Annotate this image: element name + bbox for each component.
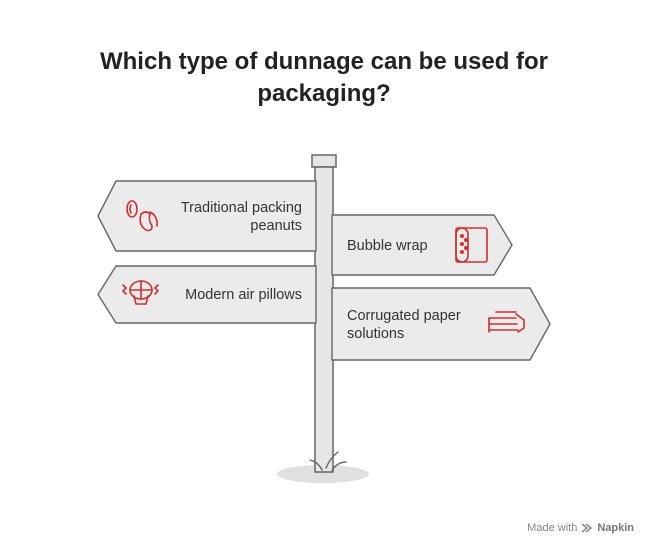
sign-label-bubble-wrap: Bubble wrap <box>347 238 428 254</box>
sign-board-packing-peanuts <box>97 180 317 252</box>
signpost-pole <box>314 166 334 473</box>
sign-board-air-pillows <box>97 265 317 324</box>
air-pillow-icon <box>121 280 160 305</box>
grass-tuft <box>309 451 347 471</box>
corrugated-paper-icon <box>488 311 525 333</box>
napkin-logo-icon <box>581 523 593 533</box>
napkin-watermark: Made with Napkin <box>527 522 634 534</box>
bubble-wrap-icon <box>455 227 488 263</box>
post-cap <box>311 154 337 168</box>
sign-label-packing-peanuts: Traditional packing peanuts <box>180 200 302 234</box>
watermark-brand: Napkin <box>597 522 634 534</box>
diagram-title: Which type of dunnage can be used for pa… <box>99 48 549 107</box>
ground-shadow <box>277 465 369 483</box>
sign-label-air-pillows: Modern air pillows <box>185 287 302 303</box>
sign-label-corrugated-paper: Corrugated paper solutions <box>347 308 461 342</box>
packing-peanuts-icon <box>126 200 158 232</box>
sign-board-corrugated-paper <box>331 287 551 361</box>
watermark-prefix: Made with <box>527 522 578 534</box>
